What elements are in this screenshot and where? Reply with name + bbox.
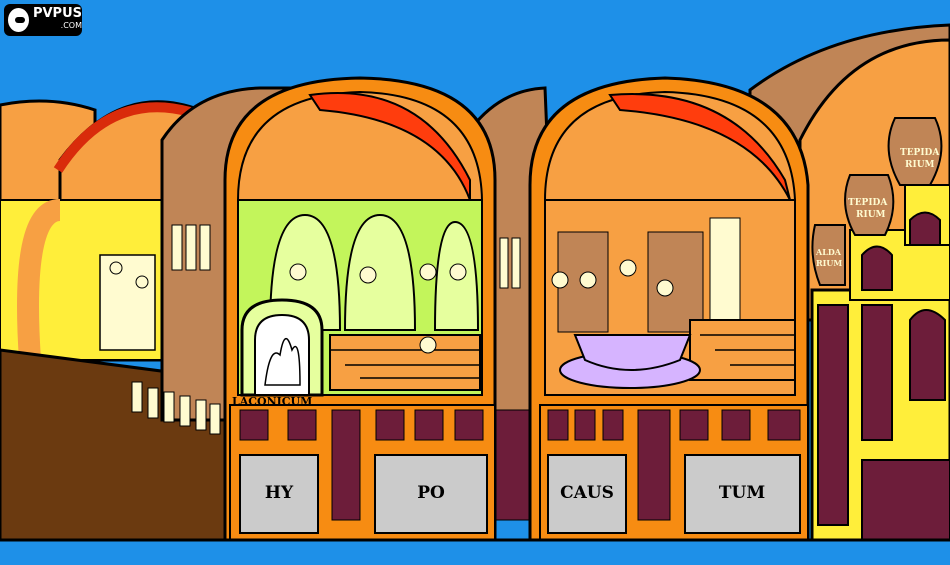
site-logo[interactable]: PVPUS .COM [4,4,82,36]
svg-text:ALDA: ALDA [815,247,842,257]
logo-name: PVPUS [32,6,82,21]
svg-text:CAUS: CAUS [560,483,614,503]
svg-text:RIUM: RIUM [905,160,935,170]
plaque-po: PO [374,454,488,534]
amphora-mid [844,174,895,236]
plaque-hy: HY [239,454,319,534]
plaque-tum: TUM [684,454,801,534]
svg-text:TEPIDA: TEPIDA [848,198,888,208]
right-arch-vault [543,90,797,201]
left-column-curve [17,199,62,361]
logo-domain: .COM [60,21,82,30]
window-arch [343,213,417,331]
svg-text:HY: HY [265,483,294,503]
amphora-low [811,224,846,286]
left-figures-area [99,254,156,351]
figure-head [135,275,149,289]
labrum-basin [573,334,692,371]
steps [329,334,481,391]
amphora-top [887,117,943,186]
svg-text:RIUM: RIUM [816,258,842,268]
logo-face-icon [8,8,29,32]
plaque-caus: CAUS [547,454,627,534]
fire-icon [264,338,301,386]
svg-text:TUM: TUM [719,483,765,503]
svg-text:PO: PO [417,483,445,503]
svg-text:RIUM: RIUM [856,210,886,220]
left-arch-red-vault [308,92,471,201]
svg-text:TEPIDA: TEPIDA [900,148,940,158]
figure-head [109,261,123,275]
left-arch-red [53,102,192,173]
